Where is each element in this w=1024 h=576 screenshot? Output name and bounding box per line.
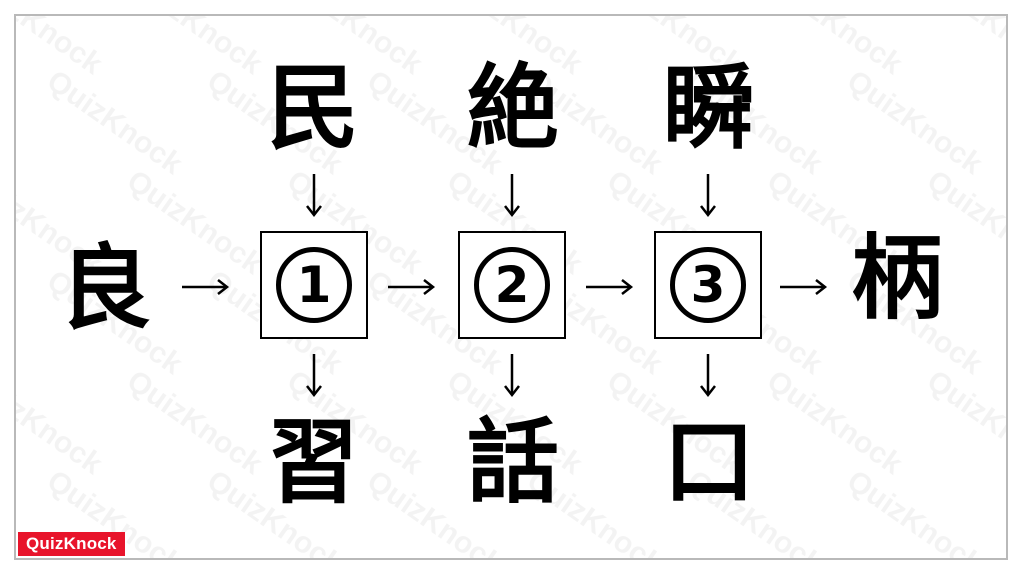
watermark-text: QuizKnock xyxy=(760,16,908,82)
arrow-down-icon xyxy=(306,354,322,398)
arrow-down-icon xyxy=(700,174,716,218)
blank-number-1: 1 xyxy=(276,247,352,323)
arrow-right-icon xyxy=(780,279,828,295)
kanji-bottom-2: 話 xyxy=(466,409,559,516)
arrow-down-icon xyxy=(504,354,520,398)
watermark-text: QuizKnock xyxy=(840,464,988,558)
watermark-text: QuizKnock xyxy=(1000,464,1006,558)
arrow-right-icon xyxy=(388,279,436,295)
kanji-bottom-3: 口 xyxy=(662,409,755,516)
answer-box-2[interactable]: 2 xyxy=(458,231,566,339)
watermark-text: QuizKnock xyxy=(120,16,268,82)
kanji-bottom-1: 習 xyxy=(266,409,359,516)
watermark-text: QuizKnock xyxy=(40,64,188,182)
kanji-right: 柄 xyxy=(850,225,943,332)
arrow-down-icon xyxy=(700,354,716,398)
answer-box-3[interactable]: 3 xyxy=(654,231,762,339)
watermark-text: QuizKnock xyxy=(16,364,108,482)
blank-number-2: 2 xyxy=(474,247,550,323)
watermark-text: QuizKnock xyxy=(920,16,1006,82)
kanji-top-2: 絶 xyxy=(466,55,559,162)
kanji-top-3: 瞬 xyxy=(662,55,755,162)
quizknock-logo: QuizKnock xyxy=(18,532,125,556)
arrow-right-icon xyxy=(586,279,634,295)
blank-number-3: 3 xyxy=(670,247,746,323)
answer-box-1[interactable]: 1 xyxy=(260,231,368,339)
arrow-down-icon xyxy=(504,174,520,218)
watermark-text: QuizKnock xyxy=(120,364,268,482)
arrow-down-icon xyxy=(306,174,322,218)
kanji-left: 良 xyxy=(58,235,151,342)
watermark-text: QuizKnock xyxy=(1000,64,1006,182)
watermark-text: QuizKnock xyxy=(1000,264,1006,382)
watermark-text: QuizKnock xyxy=(840,64,988,182)
watermark-text: QuizKnock xyxy=(16,16,108,82)
kanji-top-1: 民 xyxy=(266,55,359,162)
arrow-right-icon xyxy=(182,279,230,295)
watermark-text: QuizKnock xyxy=(760,364,908,482)
watermark-text: QuizKnock xyxy=(920,364,1006,482)
